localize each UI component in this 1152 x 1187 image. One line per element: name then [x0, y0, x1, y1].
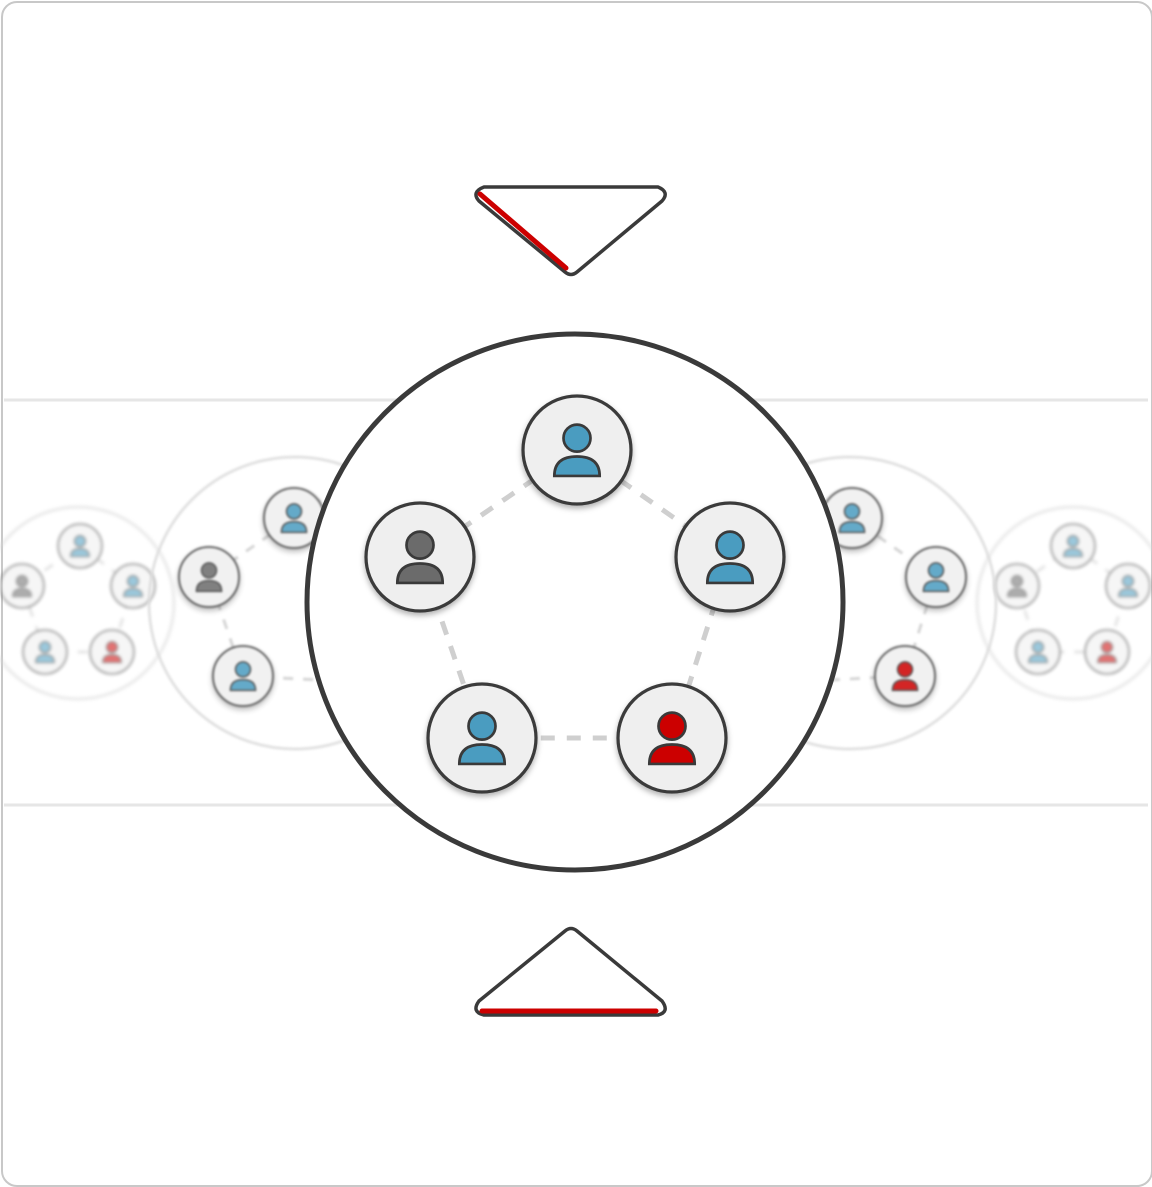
member-avatar	[1015, 629, 1061, 675]
person-icon	[657, 711, 687, 741]
member-avatar	[89, 629, 135, 675]
person-icon	[715, 530, 745, 560]
person-icon-body	[395, 562, 445, 585]
person-icon	[15, 575, 29, 588]
scroll-up-button[interactable]	[474, 185, 667, 277]
member-avatar	[905, 546, 967, 608]
person-icon-body	[457, 743, 507, 766]
triangle-down-icon	[474, 185, 667, 277]
member-avatar	[178, 546, 240, 608]
person-icon	[1010, 575, 1024, 588]
member-avatar	[821, 487, 883, 549]
person-icon-body	[1007, 588, 1027, 598]
member-avatar	[22, 629, 68, 675]
person-icon	[405, 530, 435, 560]
person-icon-body	[280, 520, 308, 534]
person-icon	[105, 641, 119, 654]
person-icon	[200, 562, 218, 579]
member-avatar	[994, 563, 1040, 609]
person-icon	[1031, 641, 1045, 654]
member-avatar	[1050, 523, 1096, 569]
person-icon	[1121, 575, 1135, 588]
member-avatar	[57, 523, 103, 569]
person-icon-body	[891, 678, 919, 692]
person-icon-body	[838, 520, 866, 534]
person-icon	[562, 423, 592, 453]
near-left-group	[147, 455, 443, 751]
member-avatar	[1084, 629, 1130, 675]
member-avatar	[0, 563, 45, 609]
person-icon-body	[195, 579, 223, 593]
far-left-group	[0, 505, 176, 701]
member-avatar	[263, 487, 325, 549]
far-right-group	[975, 505, 1152, 701]
person-icon	[126, 575, 140, 588]
member-avatar	[521, 394, 633, 506]
person-icon-body	[12, 588, 32, 598]
person-icon-body	[1118, 588, 1138, 598]
person-icon	[467, 711, 497, 741]
person-icon	[38, 641, 52, 654]
member-avatar	[674, 501, 786, 613]
person-icon-body	[922, 579, 950, 593]
person-icon-body	[705, 562, 755, 585]
center-group	[304, 331, 846, 873]
person-icon-body	[552, 455, 602, 478]
person-icon	[927, 562, 945, 579]
person-icon-body	[647, 743, 697, 766]
member-avatar	[364, 501, 476, 613]
person-icon	[285, 503, 303, 520]
person-icon-body	[35, 654, 55, 664]
person-icon	[1066, 535, 1080, 548]
person-icon-body	[1028, 654, 1048, 664]
person-icon	[843, 503, 861, 520]
scroll-down-button[interactable]	[474, 926, 667, 1017]
person-icon	[896, 661, 914, 678]
member-avatar	[212, 645, 274, 707]
member-avatar	[1105, 563, 1151, 609]
person-icon-body	[123, 588, 143, 598]
accent-edge	[477, 191, 569, 271]
person-icon	[73, 535, 87, 548]
member-avatar	[426, 682, 538, 794]
person-icon-body	[1097, 654, 1117, 664]
person-icon-body	[70, 548, 90, 558]
person-icon-body	[229, 678, 257, 692]
person-icon	[1100, 641, 1114, 654]
person-icon	[234, 661, 252, 678]
member-avatar	[110, 563, 156, 609]
member-avatar	[874, 645, 936, 707]
member-avatar	[616, 682, 728, 794]
triangle-up-icon	[474, 926, 667, 1017]
person-icon-body	[1063, 548, 1083, 558]
person-icon-body	[102, 654, 122, 664]
